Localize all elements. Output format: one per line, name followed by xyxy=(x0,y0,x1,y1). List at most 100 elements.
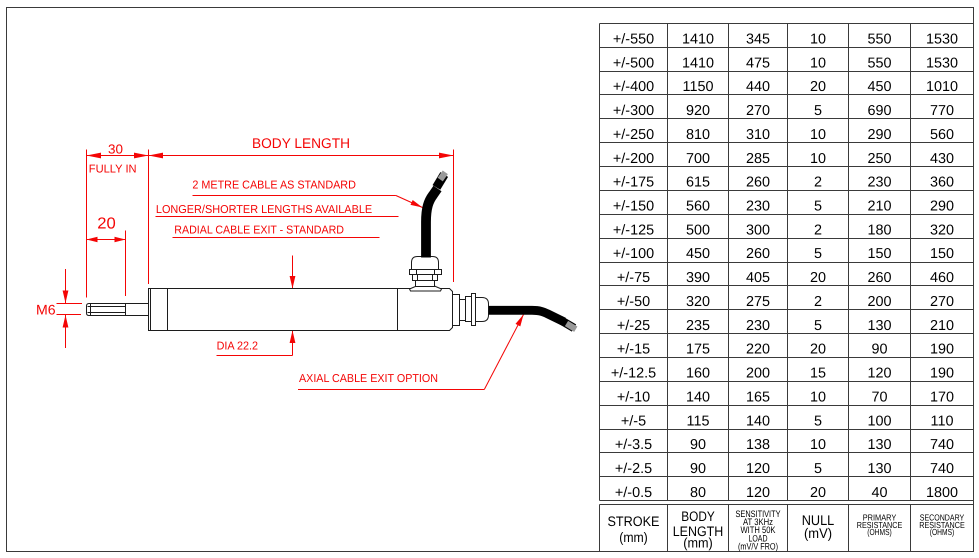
svg-text:+/-15: +/-15 xyxy=(617,342,650,358)
svg-text:20: 20 xyxy=(810,342,826,358)
svg-text:+/-150: +/-150 xyxy=(613,199,654,215)
svg-text:450: 450 xyxy=(867,79,891,95)
svg-text:285: 285 xyxy=(746,151,770,167)
svg-text:100: 100 xyxy=(867,413,891,429)
svg-text:138: 138 xyxy=(746,437,770,453)
svg-text:740: 740 xyxy=(930,461,954,477)
svg-text:10: 10 xyxy=(810,127,826,143)
svg-text:40: 40 xyxy=(871,485,887,501)
svg-text:+/-25: +/-25 xyxy=(617,318,650,334)
svg-text:550: 550 xyxy=(867,55,891,71)
svg-text:1530: 1530 xyxy=(926,55,958,71)
svg-text:140: 140 xyxy=(746,413,770,429)
svg-text:LOAD: LOAD xyxy=(749,532,768,543)
svg-text:430: 430 xyxy=(930,151,954,167)
svg-text:(mm): (mm) xyxy=(683,536,713,551)
svg-text:NULL: NULL xyxy=(802,512,835,528)
svg-text:475: 475 xyxy=(746,55,770,71)
svg-text:150: 150 xyxy=(867,246,891,262)
svg-text:175: 175 xyxy=(686,342,710,358)
svg-text:10: 10 xyxy=(810,437,826,453)
svg-text:20: 20 xyxy=(810,485,826,501)
svg-text:+/-3.5: +/-3.5 xyxy=(615,437,652,453)
svg-text:BODY: BODY xyxy=(681,509,715,524)
svg-text:10: 10 xyxy=(810,31,826,47)
svg-text:110: 110 xyxy=(931,413,954,429)
svg-text:260: 260 xyxy=(746,175,770,191)
svg-text:700: 700 xyxy=(686,151,710,167)
svg-text:615: 615 xyxy=(686,175,710,191)
svg-text:+/-175: +/-175 xyxy=(613,175,654,191)
svg-text:1410: 1410 xyxy=(682,31,714,47)
svg-text:RESISTANCE: RESISTANCE xyxy=(857,520,903,530)
svg-text:STROKE: STROKE xyxy=(608,514,660,529)
svg-text:230: 230 xyxy=(746,199,770,215)
svg-text:(OHMS): (OHMS) xyxy=(930,527,955,537)
svg-text:190: 190 xyxy=(930,366,954,382)
svg-text:140: 140 xyxy=(686,390,710,406)
svg-text:+/-12.5: +/-12.5 xyxy=(611,366,656,382)
svg-text:770: 770 xyxy=(930,103,954,119)
svg-text:+/-2.5: +/-2.5 xyxy=(615,461,652,477)
svg-text:160: 160 xyxy=(686,366,710,382)
svg-text:(OHMS): (OHMS) xyxy=(867,527,892,537)
svg-text:2: 2 xyxy=(814,222,822,238)
svg-text:360: 360 xyxy=(930,175,954,191)
svg-text:90: 90 xyxy=(690,437,706,453)
svg-text:10: 10 xyxy=(810,151,826,167)
svg-text:260: 260 xyxy=(867,270,891,286)
svg-text:120: 120 xyxy=(867,366,891,382)
svg-text:20: 20 xyxy=(97,216,116,233)
svg-text:LONGER/SHORTER LENGTHS AVAILAB: LONGER/SHORTER LENGTHS AVAILABLE xyxy=(156,204,373,216)
svg-text:150: 150 xyxy=(930,246,954,262)
svg-text:2 METRE CABLE AS STANDARD: 2 METRE CABLE AS STANDARD xyxy=(192,180,356,192)
svg-text:+/-550: +/-550 xyxy=(613,31,654,47)
svg-text:1410: 1410 xyxy=(682,55,714,71)
svg-text:+/-100: +/-100 xyxy=(613,246,654,262)
svg-text:550: 550 xyxy=(867,31,891,47)
svg-text:+/-125: +/-125 xyxy=(613,222,654,238)
svg-text:115: 115 xyxy=(687,413,710,429)
svg-text:450: 450 xyxy=(686,246,710,262)
svg-text:BODY LENGTH: BODY LENGTH xyxy=(252,135,350,151)
svg-text:20: 20 xyxy=(810,79,826,95)
svg-text:1010: 1010 xyxy=(926,79,958,95)
svg-text:170: 170 xyxy=(930,390,954,406)
svg-text:260: 260 xyxy=(746,246,770,262)
svg-text:+/-50: +/-50 xyxy=(617,294,650,310)
svg-text:500: 500 xyxy=(686,222,710,238)
svg-text:235: 235 xyxy=(686,318,710,334)
svg-text:300: 300 xyxy=(746,222,770,238)
svg-text:+/-500: +/-500 xyxy=(613,55,654,71)
svg-text:120: 120 xyxy=(746,461,770,477)
svg-text:290: 290 xyxy=(867,127,891,143)
svg-text:AXIAL CABLE EXIT OPTION: AXIAL CABLE EXIT OPTION xyxy=(299,373,438,385)
svg-text:200: 200 xyxy=(746,366,770,382)
svg-text:810: 810 xyxy=(686,127,710,143)
svg-text:+/-300: +/-300 xyxy=(613,103,654,119)
svg-text:440: 440 xyxy=(746,79,770,95)
svg-text:90: 90 xyxy=(871,342,887,358)
svg-text:1800: 1800 xyxy=(926,485,958,501)
svg-text:210: 210 xyxy=(930,318,954,334)
svg-text:LENGTH: LENGTH xyxy=(673,524,724,539)
svg-text:220: 220 xyxy=(746,342,770,358)
svg-text:10: 10 xyxy=(810,55,826,71)
svg-text:250: 250 xyxy=(867,151,891,167)
svg-text:130: 130 xyxy=(867,318,891,334)
svg-text:390: 390 xyxy=(686,270,710,286)
svg-text:20: 20 xyxy=(810,270,826,286)
svg-text:5: 5 xyxy=(814,103,822,119)
svg-text:270: 270 xyxy=(930,294,954,310)
svg-text:+/-10: +/-10 xyxy=(617,390,650,406)
svg-text:(mV/V FRO): (mV/V FRO) xyxy=(738,541,778,552)
svg-text:5: 5 xyxy=(814,246,822,262)
svg-text:DIA 22.2: DIA 22.2 xyxy=(217,341,258,353)
svg-text:740: 740 xyxy=(930,437,954,453)
svg-text:320: 320 xyxy=(930,222,954,238)
svg-text:405: 405 xyxy=(746,270,770,286)
svg-text:90: 90 xyxy=(690,461,706,477)
svg-text:SECONDARY: SECONDARY xyxy=(920,512,965,522)
svg-text:690: 690 xyxy=(867,103,891,119)
svg-text:+/-0.5: +/-0.5 xyxy=(615,485,652,501)
